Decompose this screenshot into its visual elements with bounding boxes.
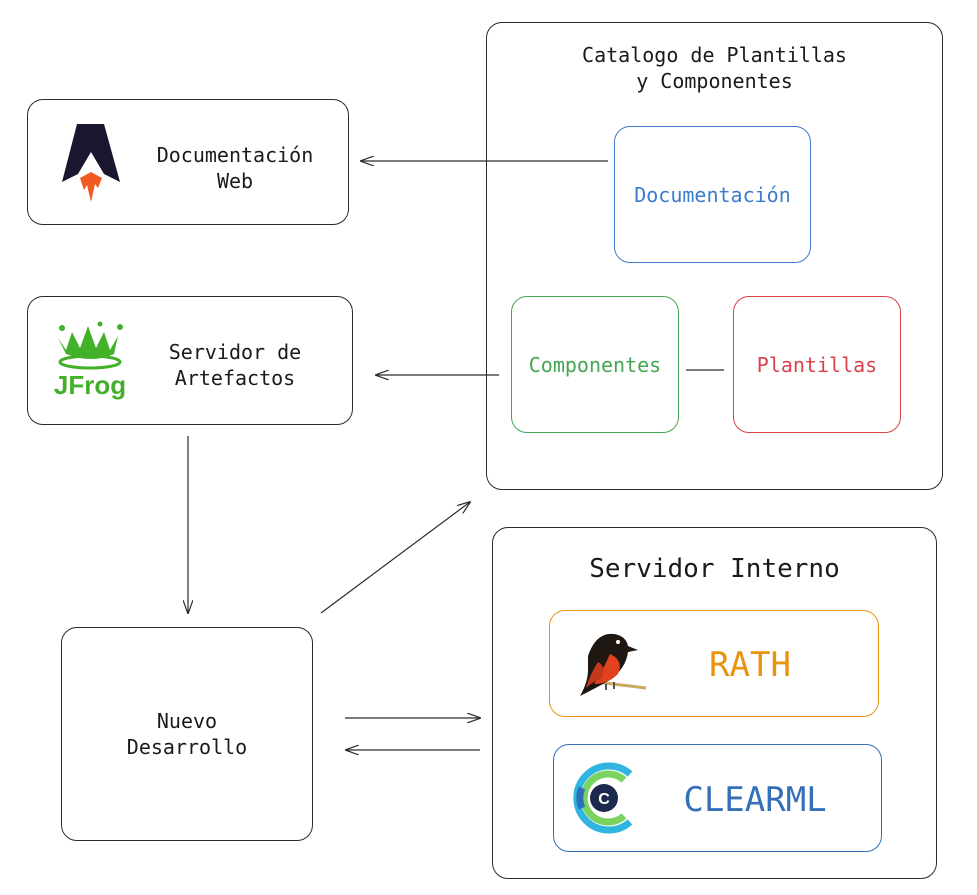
clearml-logo: C (573, 762, 633, 834)
plantillas-node (733, 296, 901, 433)
nuevo-desarrollo-node (61, 627, 313, 841)
servidor-interno-title: Servidor Interno (589, 554, 840, 584)
servidor-artefactos-label: Servidor de Artefactos (168, 340, 302, 390)
documentacion-web-label: Documentación Web (156, 143, 314, 193)
componentes-label: Componentes (528, 353, 662, 377)
nuevo-desarrollo-label: Nuevo Desarrollo (126, 709, 248, 759)
svg-text:C: C (598, 791, 610, 808)
jfrog-logo: JFrog (54, 321, 126, 400)
plantillas-label: Plantillas (756, 353, 878, 377)
documentacion-node (614, 126, 811, 263)
jfrog-logo-text: JFrog (54, 370, 126, 400)
clearml-label: CLEARML (683, 780, 827, 820)
componentes-node (511, 296, 679, 433)
servidor-artefactos-node (27, 296, 353, 425)
documentacion-label: Documentación (634, 183, 791, 207)
catalog-title: Catalogo de Plantillas y Componentes (582, 43, 847, 93)
bird-icon (580, 633, 647, 696)
astro-rocket-icon (62, 124, 120, 202)
arrow-nuevo-to-catalog (320, 502, 470, 614)
rath-label: RATH (709, 645, 791, 685)
